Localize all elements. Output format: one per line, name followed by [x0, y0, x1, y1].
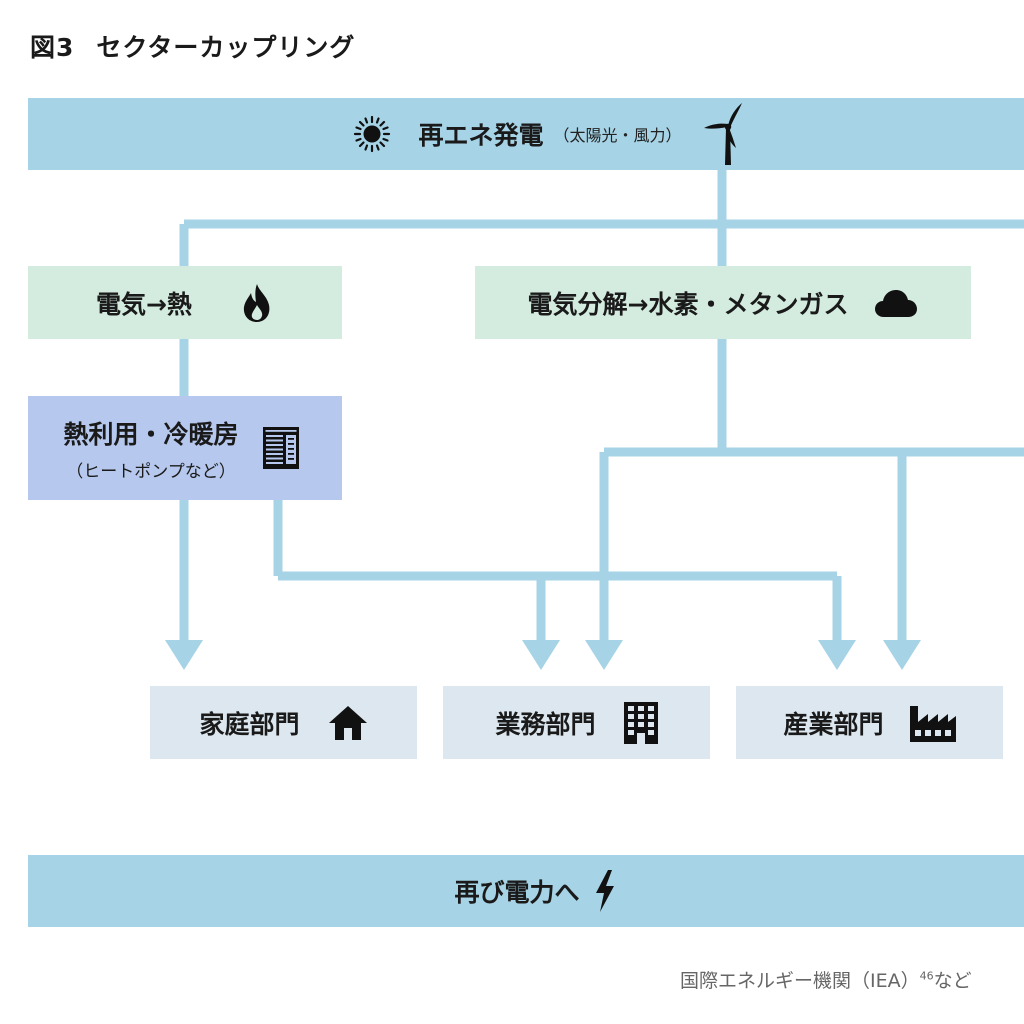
- renewable-generation-bar: 再エネ発電 （太陽光・風力）: [28, 98, 1024, 170]
- lightning-icon: [592, 869, 618, 913]
- house-icon: [328, 705, 368, 741]
- electrolysis-label: 電気分解→水素・メタンガス: [527, 289, 849, 319]
- electricity-to-heat-box: 電気→熱: [28, 266, 342, 339]
- arrow-head: [165, 640, 203, 670]
- figure-number: 図3: [30, 33, 75, 62]
- industrial-sector-label: 産業部門: [783, 709, 884, 739]
- source-suffix: など: [933, 970, 972, 992]
- source-note: 国際エネルギー機関（IEA）46など: [680, 966, 972, 993]
- flame-icon: [240, 283, 274, 323]
- arrow-head: [883, 640, 921, 670]
- back-to-power-label: 再び電力へ: [454, 878, 580, 907]
- factory-icon: [909, 704, 956, 742]
- figure-title: 図3 セクターカップリング: [30, 28, 355, 64]
- renewable-generation-sublabel: （太陽光・風力）: [553, 126, 682, 145]
- electrolysis-box: 電気分解→水素・メタンガス: [475, 266, 971, 339]
- heat-use-label: 熱利用・冷暖房: [63, 419, 239, 449]
- industrial-sector-box: 産業部門: [736, 686, 1003, 759]
- wind-turbine-icon: [703, 102, 752, 166]
- renewable-generation-label: 再エネ発電: [418, 121, 544, 150]
- source-text: 国際エネルギー機関（IEA）: [680, 970, 920, 992]
- household-sector-label: 家庭部門: [199, 709, 300, 739]
- household-sector-box: 家庭部門: [150, 686, 417, 759]
- cloud-icon: [874, 288, 918, 318]
- figure-title-text: セクターカップリング: [96, 33, 356, 62]
- heat-pump-icon: [262, 427, 299, 469]
- arrow-head: [818, 640, 856, 670]
- commercial-sector-box: 業務部門: [443, 686, 710, 759]
- heat-use-sublabel: （ヒートポンプなど）: [66, 461, 236, 482]
- office-building-icon: [623, 701, 658, 744]
- back-to-power-bar: 再び電力へ: [28, 855, 1024, 927]
- arrow-head: [585, 640, 623, 670]
- arrow-head: [522, 640, 560, 670]
- electricity-to-heat-label: 電気→熱: [96, 289, 192, 319]
- heat-use-box: 熱利用・冷暖房 （ヒートポンプなど）: [28, 396, 342, 500]
- commercial-sector-label: 業務部門: [495, 709, 596, 739]
- source-footnote-number: 46: [919, 969, 934, 983]
- sun-icon: [352, 114, 392, 154]
